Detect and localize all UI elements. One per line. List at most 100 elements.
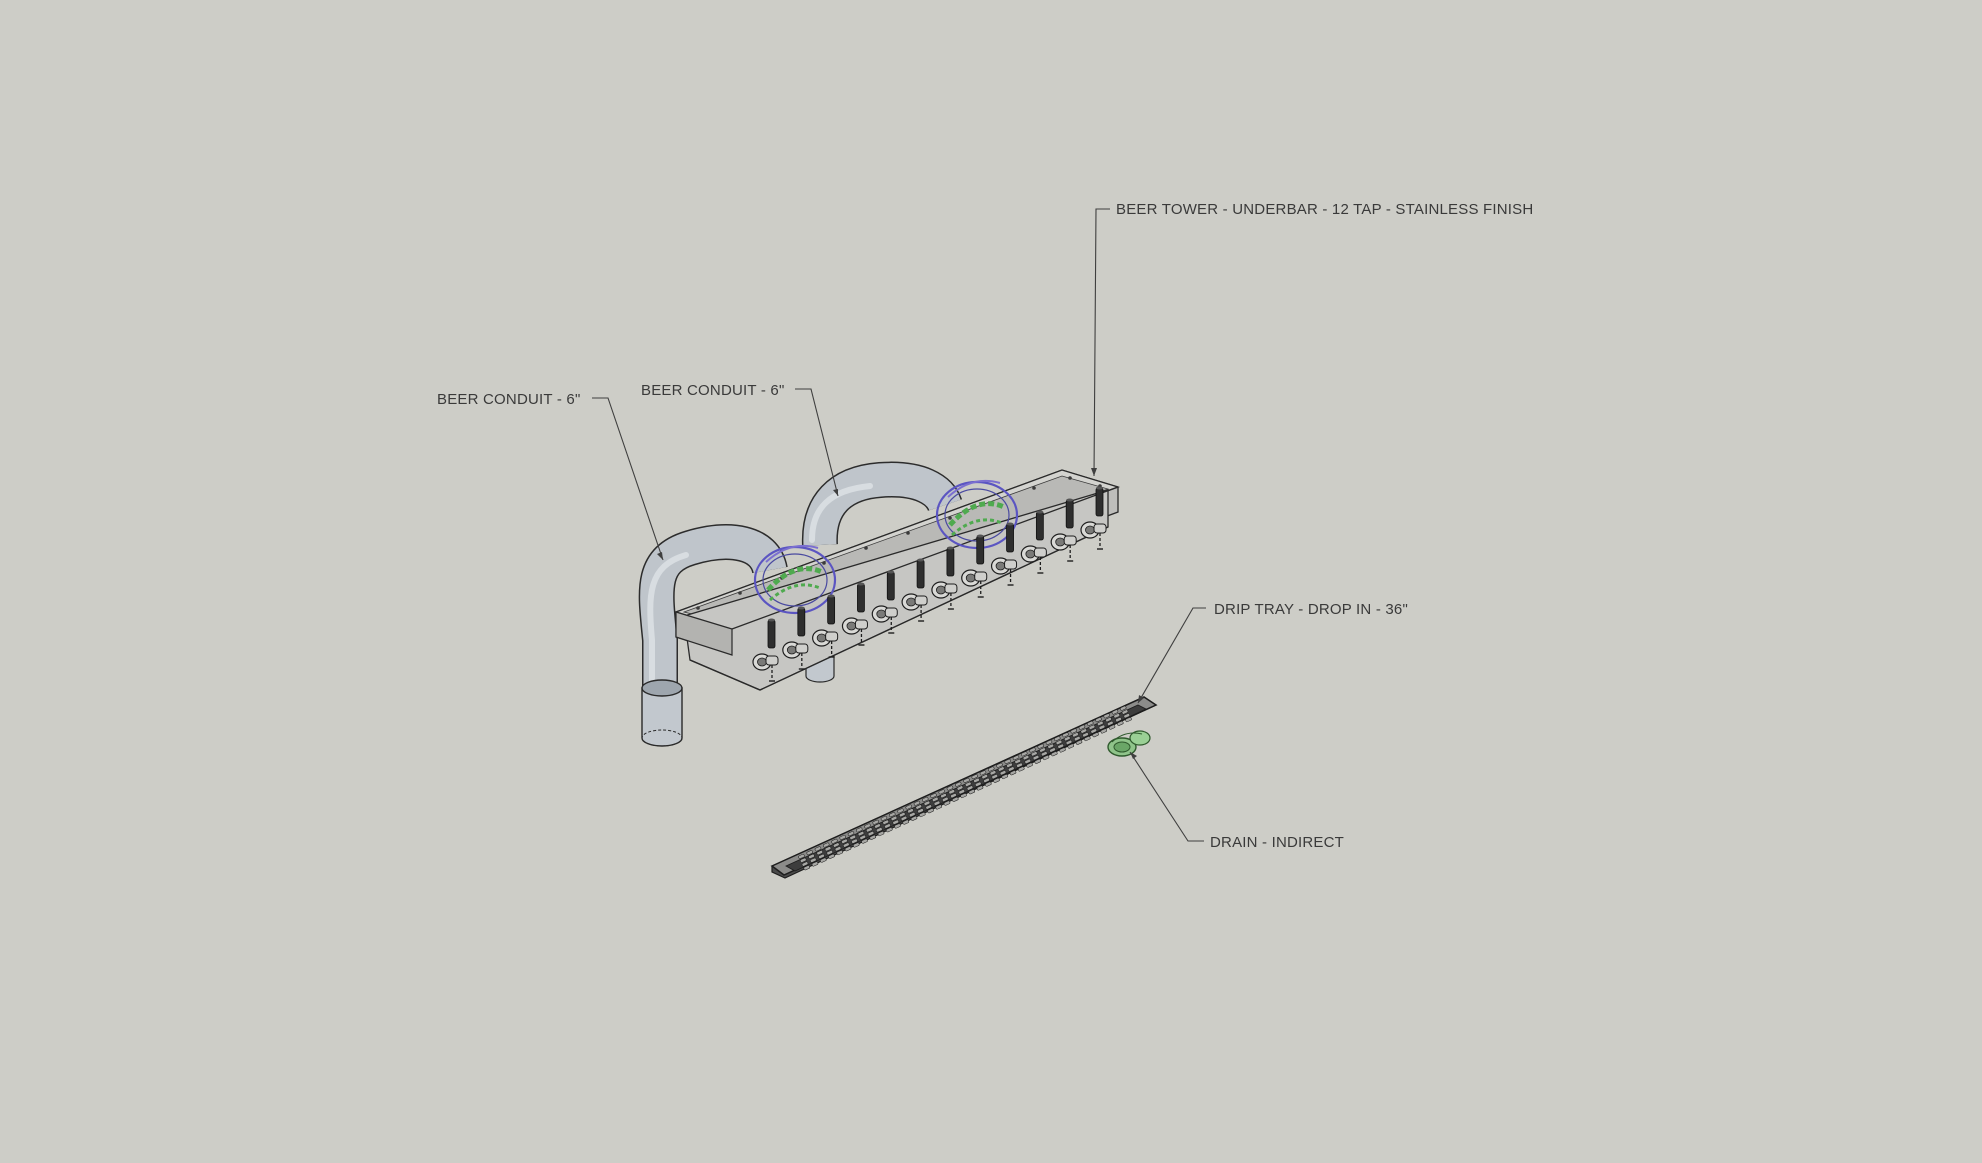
drip-tray-slot bbox=[985, 781, 992, 787]
drip-tray-slot bbox=[973, 777, 980, 783]
drip-tray-slot bbox=[991, 774, 998, 780]
beer-taps[interactable] bbox=[752, 486, 1107, 682]
drip-tray-slot bbox=[1004, 758, 1011, 764]
drip-tray-slot bbox=[890, 815, 898, 821]
drip-tray-slot bbox=[1016, 762, 1023, 768]
beer-tap[interactable] bbox=[1050, 498, 1077, 562]
drip-tray-slot bbox=[1095, 717, 1102, 723]
drip-tray-slot bbox=[933, 800, 941, 806]
drip-tray-slot bbox=[1062, 732, 1069, 738]
drip-tray-slot bbox=[1070, 728, 1077, 734]
drain-indirect[interactable] bbox=[1107, 730, 1151, 757]
callout-drain: DRAIN - INDIRECT bbox=[1210, 834, 1344, 851]
drip-tray-slot bbox=[1006, 762, 1013, 768]
drip-tray-slot bbox=[1065, 739, 1073, 745]
beer-tap[interactable] bbox=[961, 534, 988, 598]
beer-tap[interactable] bbox=[901, 558, 928, 622]
drip-tray-slot bbox=[844, 846, 852, 852]
drip-tray-slot bbox=[886, 827, 893, 833]
drip-tray-slot bbox=[1041, 751, 1048, 757]
drip-tray-slot bbox=[849, 834, 856, 840]
drip-tray-slot bbox=[1067, 743, 1074, 749]
drip-tray-slot bbox=[836, 850, 843, 856]
drip-tray-slot bbox=[1117, 720, 1124, 726]
drip-tray-slot bbox=[1097, 720, 1104, 726]
drip-tray-slot bbox=[976, 785, 984, 791]
drip-tray-slot bbox=[1072, 732, 1079, 738]
drip-tray-slot bbox=[872, 819, 879, 825]
drip-tray-slot bbox=[816, 850, 823, 856]
drip-tray-slot bbox=[814, 846, 822, 852]
beer-tap[interactable] bbox=[841, 582, 868, 646]
drip-tray-slot bbox=[1012, 755, 1020, 761]
drip-tray-slot bbox=[923, 800, 931, 806]
callout-beer-conduit-right: BEER CONDUIT - 6" bbox=[641, 382, 784, 399]
drip-tray-slot bbox=[1075, 739, 1083, 745]
drip-tray-slot bbox=[861, 838, 868, 844]
beer-tower[interactable] bbox=[673, 469, 1121, 691]
drip-tray-slot bbox=[1098, 724, 1106, 730]
drip-tray-slot bbox=[1037, 743, 1044, 749]
beer-tap[interactable] bbox=[990, 522, 1018, 586]
drip-tray-slot bbox=[900, 815, 908, 821]
drip-tray-slot bbox=[866, 827, 873, 833]
drip-tray-slot bbox=[965, 781, 972, 787]
drip-tray-slot bbox=[857, 831, 865, 837]
drip-tray-slot bbox=[853, 842, 860, 848]
drip-tray-slot bbox=[902, 819, 909, 825]
callout-drip-tray: DRIP TRAY - DROP IN - 36" bbox=[1214, 601, 1408, 618]
drip-tray-slot bbox=[919, 812, 926, 818]
drip-tray-slot bbox=[946, 785, 954, 791]
drip-tray-slot bbox=[847, 831, 855, 837]
drip-tray-slot bbox=[975, 781, 982, 787]
beer-logo-medallion-left bbox=[753, 544, 837, 615]
drip-tray-slot bbox=[960, 793, 967, 799]
drip-tray-slot bbox=[897, 808, 904, 814]
drip-tray-slot bbox=[1034, 758, 1041, 764]
drip-tray-slot bbox=[1059, 747, 1066, 753]
drip-tray-slot bbox=[1100, 728, 1107, 734]
drip-tray-slot bbox=[882, 819, 889, 825]
drip-tray-slot bbox=[922, 796, 929, 802]
drip-tray-slot bbox=[940, 793, 947, 799]
drip-tray-slot bbox=[942, 796, 949, 802]
beer-tap[interactable] bbox=[1080, 486, 1107, 550]
drip-tray-slot bbox=[884, 823, 891, 829]
drip-tray-slot bbox=[956, 785, 964, 791]
drip-tray-slot bbox=[996, 762, 1003, 768]
drip-tray-slot bbox=[867, 831, 875, 837]
drip-tray-slot bbox=[806, 850, 813, 856]
drip-tray-slot bbox=[1022, 755, 1030, 761]
drip-tray-slot bbox=[1039, 747, 1046, 753]
drip-tray-slot bbox=[1125, 717, 1132, 723]
beer-conduit-left[interactable] bbox=[638, 524, 788, 747]
callout-beer-tower: BEER TOWER - UNDERBAR - 12 TAP - STAINLE… bbox=[1116, 201, 1533, 218]
beer-tap[interactable] bbox=[1020, 510, 1047, 574]
drip-tray-slot bbox=[993, 777, 1000, 783]
drip-tray-slot bbox=[1121, 709, 1129, 715]
drip-tray-slot bbox=[1090, 728, 1097, 734]
drip-tray-slot bbox=[834, 846, 842, 852]
drip-tray-slot bbox=[1024, 758, 1031, 764]
drip-tray-slot bbox=[851, 838, 858, 844]
drip-tray-slot bbox=[833, 842, 840, 848]
beer-tap[interactable] bbox=[931, 546, 958, 610]
drip-tray[interactable] bbox=[770, 696, 1158, 879]
drip-tray-slot bbox=[1054, 736, 1061, 742]
drip-tray-slot bbox=[932, 796, 939, 802]
drip-tray-slot bbox=[880, 815, 888, 821]
beer-tap[interactable] bbox=[871, 570, 898, 634]
drip-tray-slot bbox=[1026, 762, 1033, 768]
drip-tray-slot bbox=[925, 804, 932, 810]
drip-tray-slot bbox=[1120, 705, 1127, 711]
drip-tray-slot bbox=[798, 853, 805, 859]
beer-tap[interactable] bbox=[782, 606, 809, 670]
drip-tray-slot bbox=[999, 770, 1007, 776]
drip-tray-slot bbox=[909, 812, 916, 818]
beer-tap[interactable] bbox=[812, 594, 839, 658]
beer-tap[interactable] bbox=[752, 618, 779, 682]
drip-tray-slot bbox=[948, 789, 955, 795]
drip-tray-slot bbox=[823, 842, 830, 848]
